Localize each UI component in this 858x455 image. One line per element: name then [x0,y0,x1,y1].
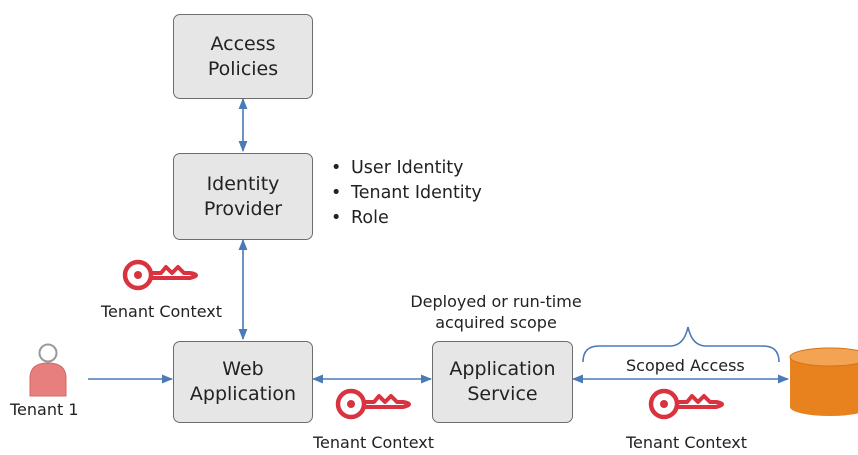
web-application-label-line2: Application [189,383,297,405]
web-application-label-line1: Web [222,358,264,380]
claim-item: User Identity [331,156,482,181]
scoped-access-label: Scoped Access [626,356,745,375]
claim-item: Tenant Identity [331,181,482,206]
tenant-label: Tenant 1 [10,400,79,419]
key-icon [648,388,724,420]
access-policies-label-line1: Access [210,32,276,55]
scoped-access-bracket [582,326,780,363]
scope-note-line2: acquired scope [435,313,557,332]
identity-provider-box: Identity Provider [173,153,313,240]
key-icon [335,388,411,420]
access-policies-label-line2: Policies [207,57,279,80]
access-policies-box: Access Policies [173,14,313,99]
tenant-context-label-db: Tenant Context [626,433,748,452]
tenant-context-label-service: Tenant Context [313,433,435,452]
application-service-label-line2: Service [467,383,538,405]
tenant-context-label-idp: Tenant Context [101,302,223,321]
identity-claims-list: User Identity Tenant Identity Role [331,156,482,231]
application-service-label-line1: Application [449,358,556,380]
scope-note-line1: Deployed or run-time [410,292,582,311]
web-application-box: Web Application [173,341,313,423]
application-service-box: Application Service [432,341,573,423]
user-icon [29,343,67,397]
key-icon [122,259,198,291]
identity-provider-label-line2: Provider [203,197,283,220]
identity-provider-label-line1: Identity [206,172,280,195]
claim-item: Role [331,206,482,231]
scope-note: Deployed or run-time acquired scope [396,291,596,333]
database-icon [789,347,858,416]
